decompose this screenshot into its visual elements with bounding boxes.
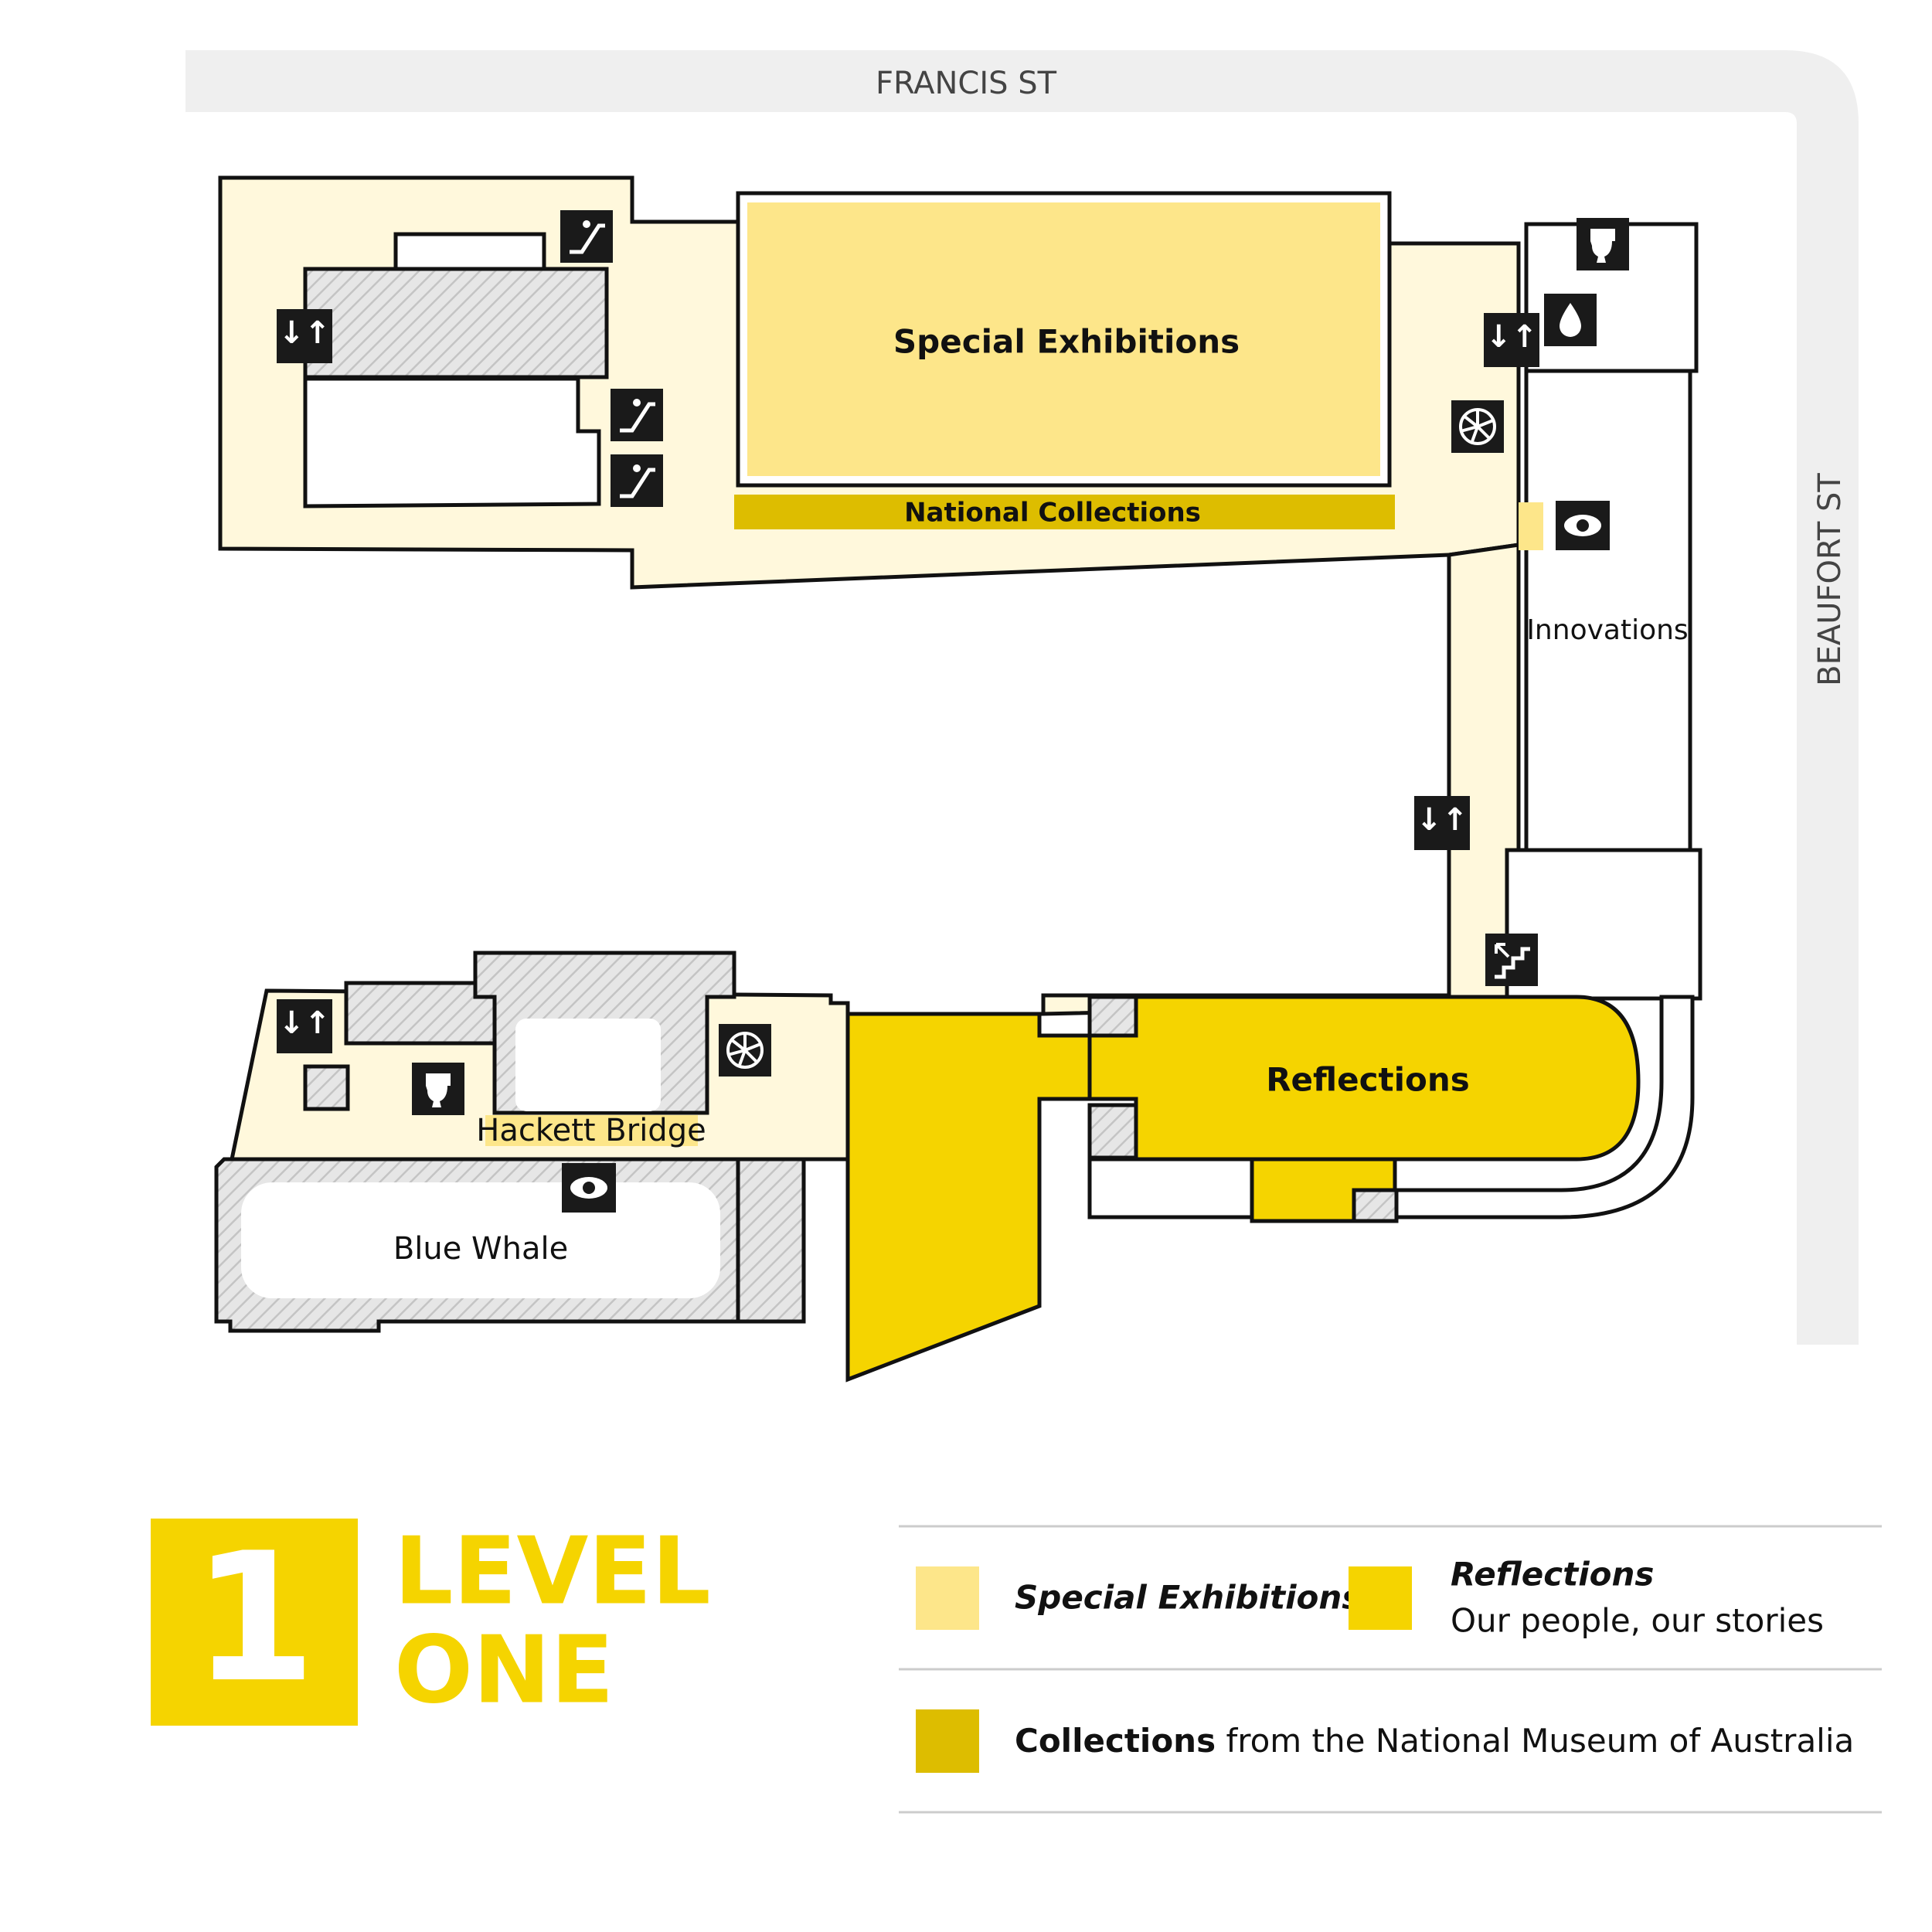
room-nw-large [303, 376, 601, 509]
reflections-room: Reflections [845, 995, 1641, 1383]
eye-icon [562, 1163, 616, 1213]
national-collections-label: National Collections [904, 498, 1201, 529]
service-cores [303, 232, 1692, 1223]
svg-text:↓↑: ↓↑ [1485, 319, 1537, 355]
lift-icon: ↓↑ [1414, 796, 1470, 850]
lift-icon: ↓↑ [277, 309, 332, 363]
level-line2: ONE [394, 1617, 614, 1725]
innovations-accent [1519, 502, 1543, 550]
legend: Special Exhibitions Reflections Our peop… [899, 1525, 1882, 1814]
svg-text:↓↑: ↓↑ [1416, 802, 1468, 838]
level-number-box [151, 1519, 358, 1726]
water-icon [1544, 294, 1597, 346]
reflections-label: Reflections [1266, 1061, 1470, 1099]
lift-icon: ↓↑ [277, 999, 332, 1053]
reflections-east [1087, 995, 1641, 1162]
hackett-bridge-fill [485, 1115, 698, 1146]
eye-icon [1556, 501, 1610, 550]
legend-collections-rest: from the National Museum of Australia [1216, 1722, 1854, 1760]
reflections-main [845, 1012, 1092, 1383]
legend-swatch-special [916, 1566, 979, 1630]
core-sw-small [303, 1064, 350, 1111]
spiral-stairs-icon [1451, 400, 1504, 453]
room-nw-small [393, 232, 546, 271]
legend-collections-label: Collections from the National Museum of … [1015, 1722, 1854, 1760]
toilet-icon [412, 1063, 464, 1115]
core-nw [303, 267, 609, 379]
special-exhibitions-fill [747, 202, 1380, 476]
innovations-wall [1524, 369, 1692, 852]
reflections-annex-core [1352, 1188, 1399, 1223]
core-reflections-s [1087, 1103, 1138, 1160]
street-francis: FRANCIS ST [876, 66, 1057, 101]
legend-swatch-reflections [1349, 1566, 1412, 1630]
toilet-icon [1577, 218, 1629, 270]
legend-collections-bold: Collections [1015, 1722, 1216, 1760]
level-number: 1 [192, 1515, 316, 1722]
map-icons: ↓↑ ↓↑ ↓↑ ↓↑ [277, 210, 1629, 1213]
level-line1: LEVEL [394, 1519, 711, 1626]
innovations-room: Innovations [1505, 222, 1702, 1001]
hackett-bridge-label: Hackett Bridge [476, 1113, 706, 1148]
escalator-icon [611, 389, 663, 441]
special-exhibitions-label: Special Exhibitions [893, 323, 1240, 361]
room-south-small [1087, 1157, 1254, 1219]
legend-reflections-subtitle: Our people, our stories [1451, 1602, 1824, 1640]
legend-reflections-title: Reflections [1451, 1556, 1654, 1594]
level-badge: 1 LEVEL ONE [151, 1515, 711, 1726]
national-collections-fill [734, 495, 1395, 529]
blue-whale-room: Blue Whale [214, 1157, 806, 1333]
streets: FRANCIS ST BEAUFORT ST [185, 50, 1859, 1345]
hackett-bridge: Hackett Bridge [476, 1113, 706, 1148]
national-collections-room: National Collections [734, 495, 1395, 529]
escalator-icon [611, 454, 663, 507]
svg-text:↓↑: ↓↑ [278, 1005, 330, 1041]
special-exhibitions-room: Special Exhibitions [736, 191, 1392, 488]
room-sw-white [515, 1019, 661, 1111]
escalator-icon [560, 210, 613, 263]
legend-swatch-collections [916, 1709, 979, 1773]
legend-special-label: Special Exhibitions [1015, 1579, 1361, 1617]
svg-text:↓↑: ↓↑ [278, 315, 330, 351]
innovations-label: Innovations [1526, 614, 1688, 646]
lift-icon: ↓↑ [1484, 313, 1539, 367]
street-beaufort: BEAUFORT ST [1812, 473, 1848, 686]
stairs-icon [1485, 934, 1538, 986]
blue-whale-label: Blue Whale [393, 1231, 568, 1267]
spiral-stairs-icon [719, 1024, 771, 1077]
